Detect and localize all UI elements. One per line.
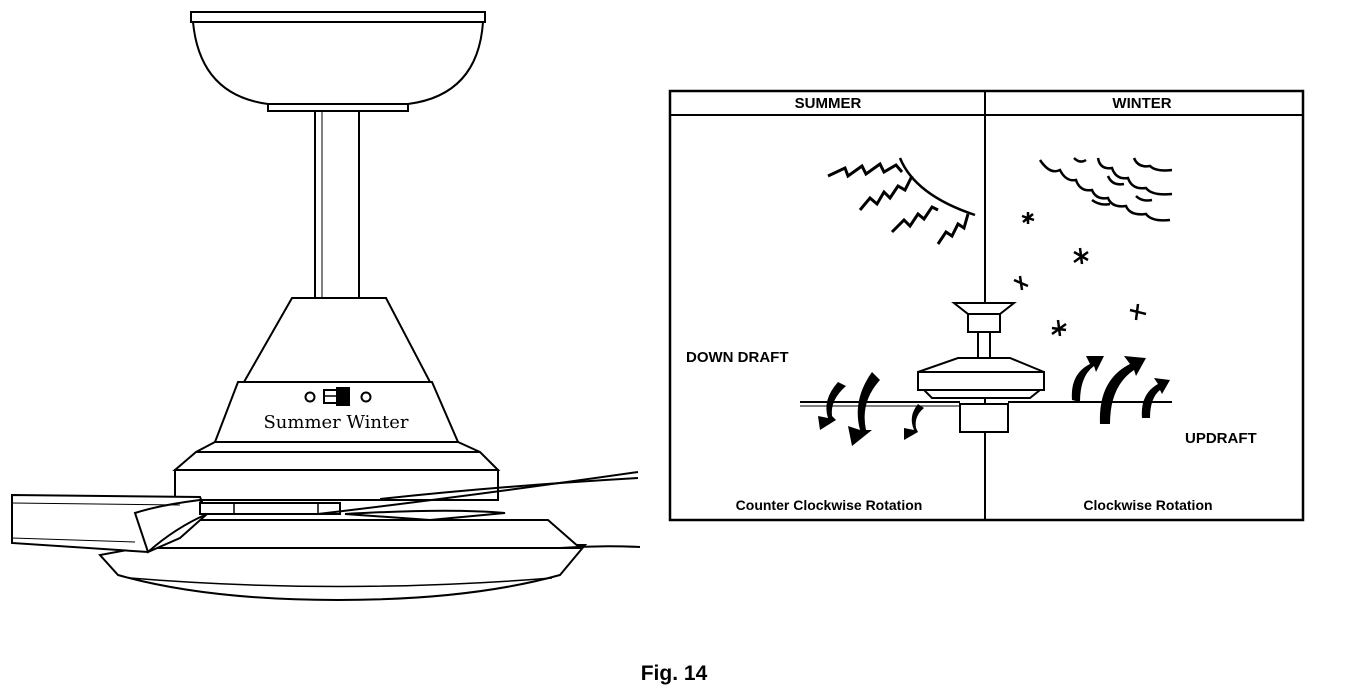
clockwise-label: Clockwise Rotation [1083,497,1212,513]
screw-icon [304,391,316,403]
motor-hub [174,469,499,501]
reverse-switch-slider[interactable] [336,387,350,406]
fan-canopy [190,11,486,112]
season-panel: SUMMER WINTER [668,89,1305,522]
fan-blade-left [11,493,209,554]
motor-housing-skirt [195,441,481,453]
snowflake-icons [1013,212,1147,337]
screw-icon [360,391,372,403]
blade-iron [199,502,341,515]
light-kit-bowl [98,544,588,602]
switch-label: Summer Winter [263,412,408,433]
updraft-label: UPDRAFT [1185,430,1257,447]
switch-housing [213,381,460,443]
downdraft-arrows [818,372,924,446]
motor-housing-top [242,297,432,383]
winter-header: WINTER [1112,95,1171,112]
summer-header: SUMMER [795,95,862,112]
ceiling-fan-illustration [11,11,641,602]
fan-downrod [314,110,360,299]
fan-blade-right [317,471,641,549]
mini-fan-icon [800,302,1172,433]
figure-caption: Fig. 14 [640,662,708,685]
counter-clockwise-label: Counter Clockwise Rotation [736,497,923,513]
snow-cloud-icon [1038,157,1173,222]
down-draft-label: DOWN DRAFT [686,349,788,366]
sun-icon [827,157,976,245]
updraft-arrows [1071,356,1170,424]
